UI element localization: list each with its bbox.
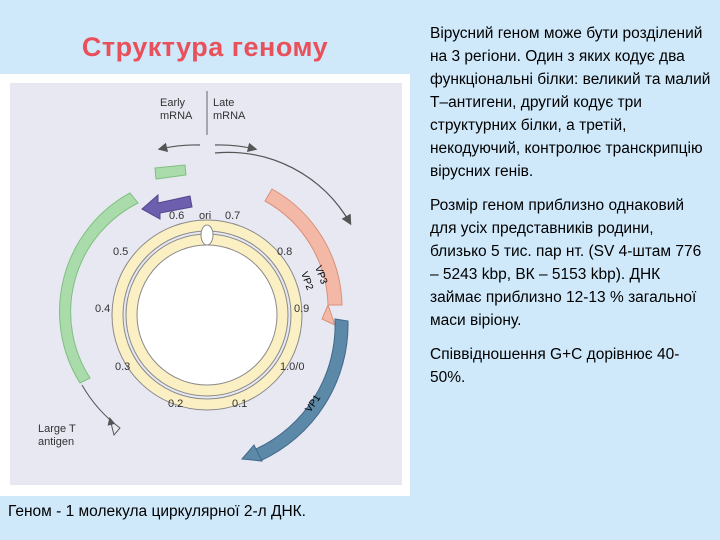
figure-caption: Геном - 1 молекула циркулярної 2-л ДНК. — [8, 503, 306, 520]
genome-map-svg: Early mRNA Late mRNA VP3 VP2 VP1 ori — [38, 91, 352, 462]
large-t-label: Large T — [38, 423, 76, 435]
paragraph-size: Розмір геном приблизно однаковий для усі… — [430, 197, 702, 329]
large-t-antigen-label: antigen — [38, 436, 74, 448]
map-unit-0-2: 0.2 — [168, 398, 183, 410]
vp2-vp3-arrowhead — [321, 303, 336, 326]
ori-marker — [200, 224, 214, 246]
genome-map-diagram: Early mRNA Late mRNA VP3 VP2 VP1 ori — [10, 83, 402, 485]
early-direction-arrow — [157, 142, 201, 153]
agnoprotein-arrow — [141, 193, 193, 220]
map-unit-0-3: 0.3 — [115, 361, 130, 373]
large-t-arrow — [81, 384, 121, 437]
small-t-segment — [154, 164, 187, 180]
vp2-vp3-segment — [264, 188, 343, 306]
map-unit-0-4: 0.4 — [95, 303, 110, 315]
late-label: Late — [213, 97, 234, 109]
map-unit-0-9: 0.9 — [294, 303, 309, 315]
late-direction-arrow — [214, 142, 258, 153]
paragraph-gc: Співвідношення G+C дорівнює 40-50%. — [430, 346, 680, 386]
slide-title: Структура геному — [81, 32, 329, 62]
vp1-arrowhead — [240, 444, 263, 462]
map-unit-0-5: 0.5 — [113, 246, 128, 258]
late-mrna-label: mRNA — [213, 110, 246, 122]
map-unit-0-6: 0.6 — [169, 210, 184, 222]
early-label: Early — [160, 97, 186, 109]
map-unit-0-8: 0.8 — [277, 246, 292, 258]
large-t-segment — [59, 192, 139, 384]
map-unit-0-7: 0.7 — [225, 210, 240, 222]
dna-center — [136, 244, 278, 386]
vp2-label: VP2 — [298, 270, 315, 292]
late-transcript-arc — [214, 151, 352, 226]
ori-label: ori — [199, 210, 211, 222]
early-mrna-label: mRNA — [160, 110, 193, 122]
text-column: Вірусний геном може бути розділений на 3… — [430, 22, 712, 400]
map-unit-0-1: 0.1 — [232, 398, 247, 410]
paragraph-regions: Вірусний геном може бути розділений на 3… — [430, 25, 711, 180]
map-unit-1-0: 1.0/0 — [280, 361, 304, 373]
